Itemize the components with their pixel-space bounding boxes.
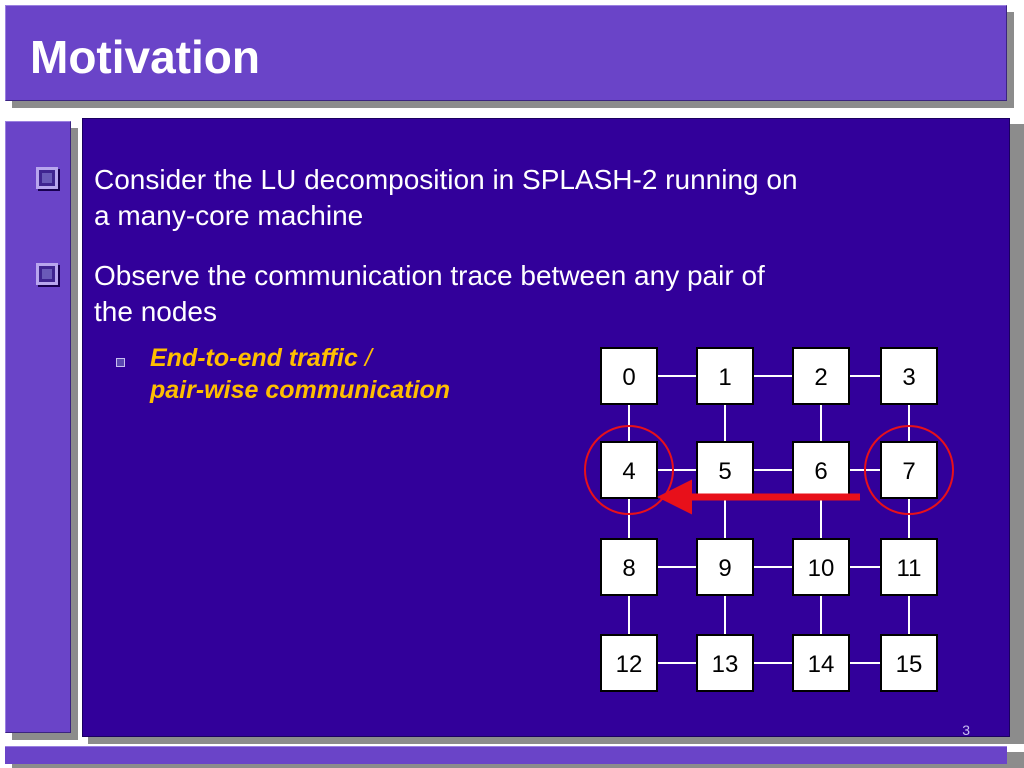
mesh-node-13: 13 — [696, 634, 754, 692]
mesh-node-4: 4 — [600, 441, 658, 499]
mesh-node-5: 5 — [696, 441, 754, 499]
mesh-node-box — [600, 347, 658, 405]
mesh-node-14: 14 — [792, 634, 850, 692]
mesh-node-label: 5 — [718, 458, 731, 485]
mesh-node-label: 10 — [808, 555, 835, 582]
bullet-square-icon — [36, 263, 58, 285]
bullet-1-line-1: Consider the LU decomposition in SPLASH-… — [94, 164, 798, 195]
sub-bullet-separator: / — [357, 344, 372, 372]
bullet-1-line-2: a many-core machine — [94, 200, 364, 231]
mesh-node-8: 8 — [600, 538, 658, 596]
mesh-node-box — [600, 634, 658, 692]
mesh-node-15: 15 — [880, 634, 938, 692]
mesh-node-10: 10 — [792, 538, 850, 596]
mesh-node-label: 12 — [616, 651, 643, 678]
mesh-node-label: 7 — [902, 458, 915, 485]
sub-bullet-line-1: End-to-end traffic — [150, 344, 358, 372]
mesh-node-box — [696, 634, 754, 692]
mesh-node-label: 14 — [808, 651, 835, 678]
highlight-circles — [584, 425, 954, 515]
highlight-circle-node-7 — [864, 425, 954, 515]
mesh-node-box — [792, 634, 850, 692]
slide-title: Motivation — [30, 31, 260, 83]
sub-bullet-line-2: pair-wise communication — [150, 376, 451, 404]
sub-bullet-item: End-to-end traffic / pair-wise communica… — [150, 342, 450, 406]
mesh-node-7: 7 — [880, 441, 938, 499]
mesh-node-box — [600, 441, 658, 499]
mesh-node-box — [600, 538, 658, 596]
bullet-item-2: Observe the communication trace between … — [94, 258, 765, 330]
page-number: 3 — [962, 722, 970, 738]
mesh-node-label: 15 — [896, 651, 923, 678]
title-bar: Motivation — [5, 5, 1007, 101]
mesh-node-label: 4 — [622, 458, 635, 485]
mesh-node-12: 12 — [600, 634, 658, 692]
mesh-links — [628, 375, 910, 664]
mesh-node-9: 9 — [696, 538, 754, 596]
mesh-node-label: 9 — [718, 555, 731, 582]
bullet-2-line-2: the nodes — [94, 296, 217, 327]
mesh-node-3: 3 — [880, 347, 938, 405]
bullet-2-line-1: Observe the communication trace between … — [94, 260, 765, 291]
mesh-node-label: 11 — [897, 555, 922, 582]
highlight-circle-node-4 — [584, 425, 674, 515]
mesh-node-box — [880, 441, 938, 499]
mesh-node-label: 0 — [622, 364, 635, 391]
mesh-node-11: 11 — [880, 538, 938, 596]
mesh-node-box — [792, 347, 850, 405]
mesh-node-label: 13 — [712, 651, 739, 678]
bullet-square-icon — [36, 167, 58, 189]
mesh-node-box — [792, 538, 850, 596]
mesh-node-6: 6 — [792, 441, 850, 499]
bullet-item-1: Consider the LU decomposition in SPLASH-… — [94, 162, 798, 234]
mesh-node-2: 2 — [792, 347, 850, 405]
content-panel — [82, 118, 1010, 737]
mesh-node-box — [880, 538, 938, 596]
mesh-node-label: 3 — [902, 364, 915, 391]
mesh-node-box — [696, 441, 754, 499]
mesh-node-label: 8 — [622, 555, 635, 582]
mesh-node-box — [880, 347, 938, 405]
mesh-node-0: 0 — [600, 347, 658, 405]
left-decorative-bar — [5, 121, 71, 733]
mesh-node-box — [696, 538, 754, 596]
mesh-node-box — [696, 347, 754, 405]
mesh-node-label: 2 — [814, 364, 827, 391]
mesh-node-box — [880, 634, 938, 692]
mesh-node-label: 1 — [718, 364, 731, 391]
mesh-node-label: 6 — [814, 458, 827, 485]
mesh-node-1: 1 — [696, 347, 754, 405]
sub-bullet-square-icon — [116, 358, 125, 367]
bottom-decorative-bar — [5, 746, 1007, 764]
